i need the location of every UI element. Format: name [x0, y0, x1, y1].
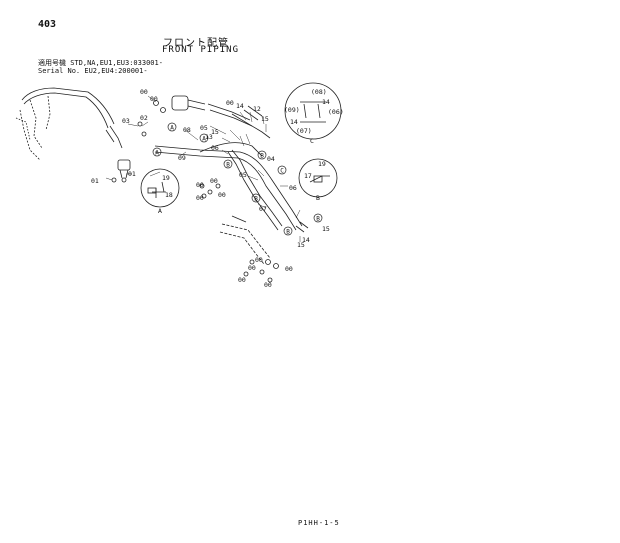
callout-14: 14 — [290, 118, 298, 126]
top-hose-fittings — [153, 95, 271, 139]
detail-callout-b1: B — [257, 150, 267, 160]
callout-05: 05 — [239, 171, 247, 179]
detail-callout-b3: B — [251, 193, 261, 203]
front-pipe-lines — [154, 142, 309, 233]
callout-19: 19 — [318, 160, 326, 168]
detail-view-c — [284, 82, 342, 140]
leader-lines — [105, 95, 301, 242]
boom-arm — [15, 87, 123, 161]
callout-18: 18 — [165, 191, 173, 199]
callout-00: 00 — [285, 265, 293, 273]
callout-00: 00 — [264, 281, 272, 289]
callout-06-bracketed: (06) — [328, 108, 344, 116]
svg-text:B: B — [254, 196, 258, 203]
callout-14: 14 — [236, 102, 244, 110]
callout-02: 02 — [140, 114, 148, 122]
svg-text:B: B — [226, 162, 230, 169]
svg-text:B: B — [316, 216, 320, 223]
detail-callout-b2: B — [223, 159, 233, 169]
callout-17: 17 — [304, 172, 312, 180]
detail-b-caption: B — [316, 194, 320, 202]
callout-00: 00 — [226, 99, 234, 107]
callout-08: 08 — [183, 126, 191, 134]
callout-00: 00 — [196, 194, 204, 202]
callout-08-bracketed: (08) — [311, 88, 327, 96]
callout-09: 09 — [178, 154, 186, 162]
callout-09-bracketed: (09) — [284, 106, 300, 114]
detail-callout-a2: A — [199, 133, 209, 143]
callout-12: 12 — [253, 105, 261, 113]
svg-text:B: B — [260, 153, 264, 160]
applicable-line-1: 適用号機 STD,NA,EU1,EU3:033001- — [38, 59, 163, 67]
callout-14: 14 — [322, 98, 330, 106]
callout-03: 03 — [122, 117, 130, 125]
callout-07: 07 — [259, 205, 267, 213]
callout-00: 00 — [196, 181, 204, 189]
callout-04: 04 — [267, 155, 275, 163]
detail-callout-b5: B — [283, 226, 293, 236]
detail-view-a — [140, 168, 180, 208]
callout-06: 06 — [211, 144, 219, 152]
callout-14: 14 — [302, 236, 310, 244]
part-callouts: 00 00 03 02 01 01 00 14 12 15 08 05 13 1… — [91, 88, 344, 289]
callout-06: 06 — [289, 184, 297, 192]
detail-a-caption: A — [158, 207, 162, 215]
callout-00: 00 — [140, 88, 148, 96]
callout-15: 15 — [211, 128, 219, 136]
callout-15: 15 — [322, 225, 330, 233]
callout-00: 00 — [255, 256, 263, 264]
svg-text:A: A — [202, 136, 206, 143]
callout-13: 13 — [205, 133, 213, 141]
callout-00: 00 — [150, 95, 158, 103]
svg-text:A: A — [155, 150, 159, 157]
callout-07-bracketed: (07) — [296, 127, 312, 135]
svg-text:C: C — [280, 168, 284, 175]
svg-text:B: B — [286, 229, 290, 236]
page-title: FRONT PIPING — [162, 45, 240, 55]
callout-15: 15 — [261, 115, 269, 123]
detail-callout-a1: A — [167, 122, 177, 132]
callout-19: 19 — [162, 174, 170, 182]
detail-c-caption: C — [310, 137, 314, 145]
callout-00: 00 — [210, 177, 218, 185]
callout-01: 01 — [128, 170, 136, 178]
center-fitting-cluster — [199, 183, 221, 199]
detail-callout-c1: C — [277, 165, 287, 175]
callout-15: 15 — [297, 241, 305, 249]
page-number: 403 — [38, 19, 57, 30]
detail-callout-a3: A — [152, 147, 162, 157]
callout-00: 00 — [248, 264, 256, 272]
svg-text:A: A — [170, 125, 174, 132]
detail-callout-b4: B — [313, 213, 323, 223]
callout-00: 00 — [238, 276, 246, 284]
applicable-line-2: Serial No. EU2,EU4:200001- — [38, 67, 148, 75]
page-title-japanese: フロント配管 — [163, 38, 229, 49]
callout-00: 00 — [218, 191, 226, 199]
detail-view-b — [298, 158, 338, 198]
cylinder-lower — [219, 215, 279, 283]
footer-page-code: P1HH-1-5 — [298, 519, 340, 527]
applicable-serial-numbers: 適用号機 STD,NA,EU1,EU3:033001- Serial No. E… — [38, 59, 163, 75]
callout-01: 01 — [91, 177, 99, 185]
callout-05: 05 — [200, 124, 208, 132]
